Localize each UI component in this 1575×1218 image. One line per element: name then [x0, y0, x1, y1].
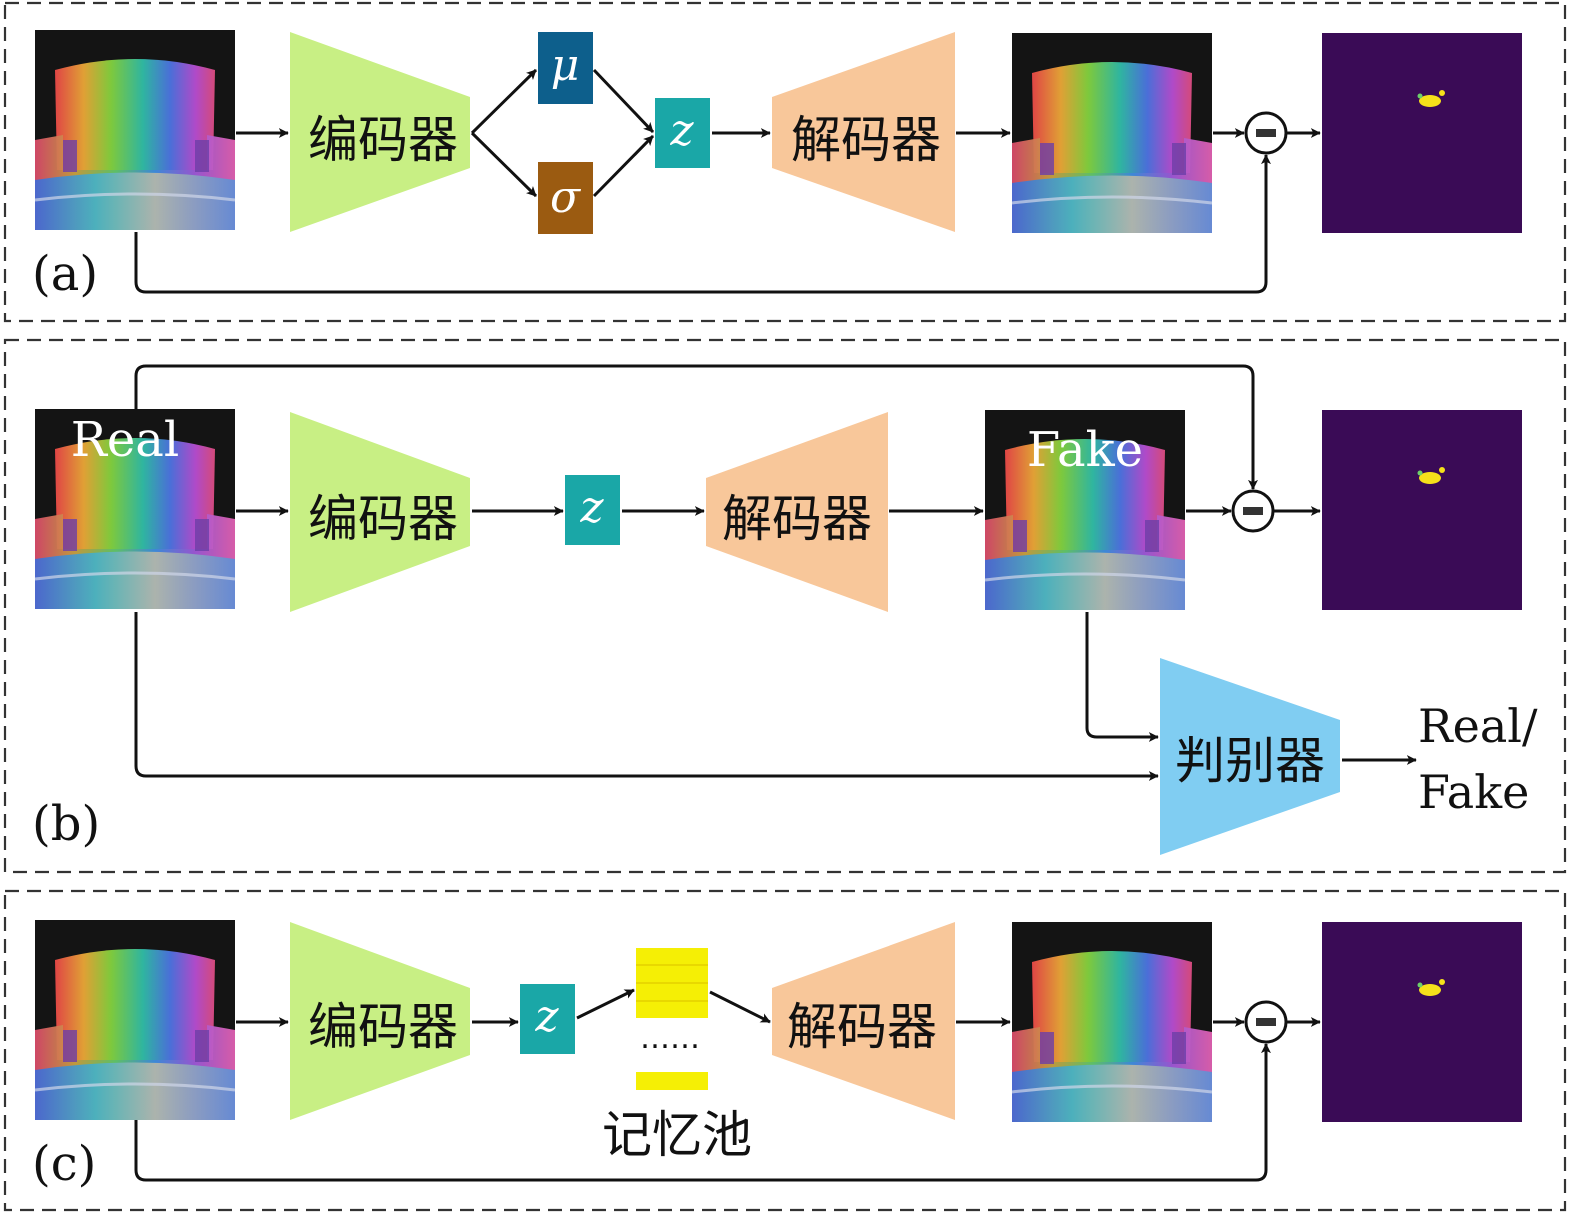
anomaly-map: [1322, 410, 1522, 610]
mu-box: [538, 32, 593, 104]
subtract-icon-bar: [1243, 507, 1263, 515]
skip-connection-b: [134, 364, 1258, 490]
anomaly-map: [1322, 33, 1522, 233]
decoder-block: [772, 32, 955, 232]
z-box: [565, 475, 620, 545]
input-image: [33, 918, 237, 1122]
arrow-fake-discriminator: [1085, 612, 1159, 742]
arrow-memory-decoder: [709, 990, 771, 1024]
arrow-encoder-sigma: [470, 131, 538, 198]
z-label: z: [669, 105, 694, 156]
subtract-icon-bar: [1256, 129, 1276, 137]
panel-b-box: [3, 338, 1567, 874]
skip-connection-a: [134, 154, 1271, 294]
z-label: z: [534, 991, 559, 1042]
discriminator-block: [1160, 658, 1340, 855]
panel-a-box: [3, 1, 1567, 323]
panel-a: 编码器 μ σ z 解码器 (a): [32, 28, 1522, 302]
encoder-block: [290, 922, 470, 1120]
skip-connection-c: [134, 1043, 1271, 1182]
decoder-label: 解码器: [791, 111, 941, 169]
encoder-label: 编码器: [308, 998, 458, 1056]
subtract-icon-bar: [1256, 1018, 1276, 1026]
z-label: z: [579, 482, 604, 533]
real-overlay-label: Real: [71, 412, 180, 468]
decoder-block: [706, 412, 888, 612]
panel-label-c: (c): [32, 1136, 96, 1192]
decoder-block: [772, 922, 955, 1120]
memory-pool-label: 记忆池: [602, 1106, 752, 1164]
sigma-box: [538, 162, 593, 234]
reconstruction-image: [1010, 31, 1214, 235]
fake-overlay-label: Fake: [1027, 422, 1143, 478]
arrow-encoder-mu: [470, 68, 538, 135]
output-label-line1: Real/: [1418, 699, 1538, 753]
panel-label-b: (b): [32, 796, 100, 852]
anomaly-map: [1322, 922, 1522, 1122]
panel-c-box: [3, 889, 1567, 1212]
arrow-mu-z: [592, 68, 655, 134]
sigma-label: σ: [550, 172, 582, 223]
encoder-label: 编码器: [308, 490, 458, 548]
z-box: [655, 98, 710, 168]
encoder-block: [290, 412, 470, 612]
output-label-line2: Fake: [1418, 765, 1529, 819]
decoder-label: 解码器: [722, 490, 872, 548]
z-box: [520, 984, 575, 1054]
memory-pool: ……: [636, 948, 708, 1090]
reconstruction-image: [1010, 920, 1214, 1124]
discriminator-label: 判别器: [1175, 732, 1325, 790]
panel-label-a: (a): [32, 246, 98, 302]
decoder-label: 解码器: [787, 998, 937, 1056]
arrow-real-discriminator: [134, 612, 1159, 781]
panel-c: 编码器 z …… 记忆池 解码器 (c): [32, 918, 1522, 1192]
arrow-sigma-z: [592, 134, 655, 198]
panel-b: Real 编码器 z 解码器 Fake 判别器 Real/ Fake (b): [32, 364, 1538, 855]
mu-label: μ: [551, 40, 580, 91]
encoder-label: 编码器: [308, 111, 458, 169]
input-image: [33, 28, 237, 232]
memory-slot-last: [636, 1072, 708, 1090]
memory-ellipsis: ……: [640, 1021, 700, 1056]
arrow-z-memory: [576, 988, 635, 1020]
encoder-block: [290, 32, 470, 232]
